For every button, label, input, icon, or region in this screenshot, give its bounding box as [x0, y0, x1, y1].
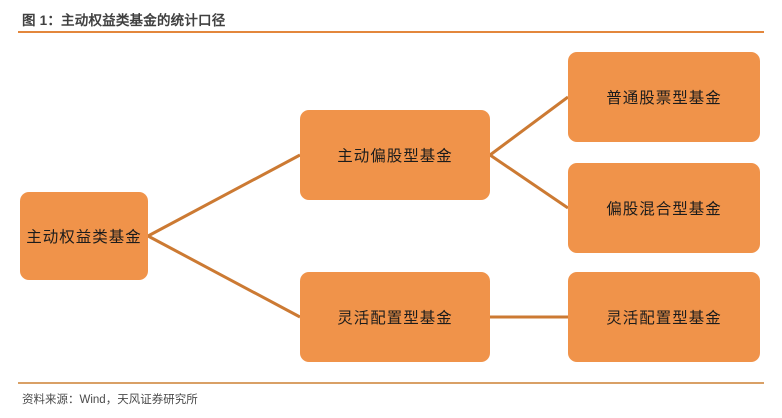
page-title: 图 1：主动权益类基金的统计口径	[22, 13, 226, 28]
connector-mid-top-to-leaf-2	[489, 153, 569, 210]
node-label: 灵活配置型基金	[606, 310, 722, 327]
diagram-canvas: 主动权益类基金 主动偏股型基金 灵活配置型基金 普通股票型基金 偏股混合型基金 …	[0, 36, 782, 380]
node-active-equity-biased-funds[interactable]: 主动偏股型基金	[300, 110, 490, 200]
source-divider	[18, 382, 764, 384]
node-label: 主动权益类基金	[26, 229, 142, 246]
node-label: 灵活配置型基金	[337, 310, 453, 327]
node-label: 主动偏股型基金	[337, 148, 453, 165]
node-flexible-allocation-funds[interactable]: 灵活配置型基金	[300, 272, 490, 362]
connector-root-to-mid-top	[147, 153, 301, 238]
node-label: 偏股混合型基金	[606, 201, 722, 218]
title-divider	[18, 31, 764, 33]
node-active-equity-funds[interactable]: 主动权益类基金	[20, 192, 148, 280]
connector-root-to-mid-bottom	[147, 234, 301, 319]
source-note: 资料来源：Wind，天风证券研究所	[22, 394, 198, 406]
node-equity-biased-hybrid-funds[interactable]: 偏股混合型基金	[568, 163, 760, 253]
node-flexible-allocation-funds-leaf[interactable]: 灵活配置型基金	[568, 272, 760, 362]
connector-lines	[147, 95, 569, 319]
connector-mid-top-to-leaf-1	[489, 95, 569, 157]
node-label: 普通股票型基金	[606, 90, 722, 107]
node-common-stock-funds[interactable]: 普通股票型基金	[568, 52, 760, 142]
